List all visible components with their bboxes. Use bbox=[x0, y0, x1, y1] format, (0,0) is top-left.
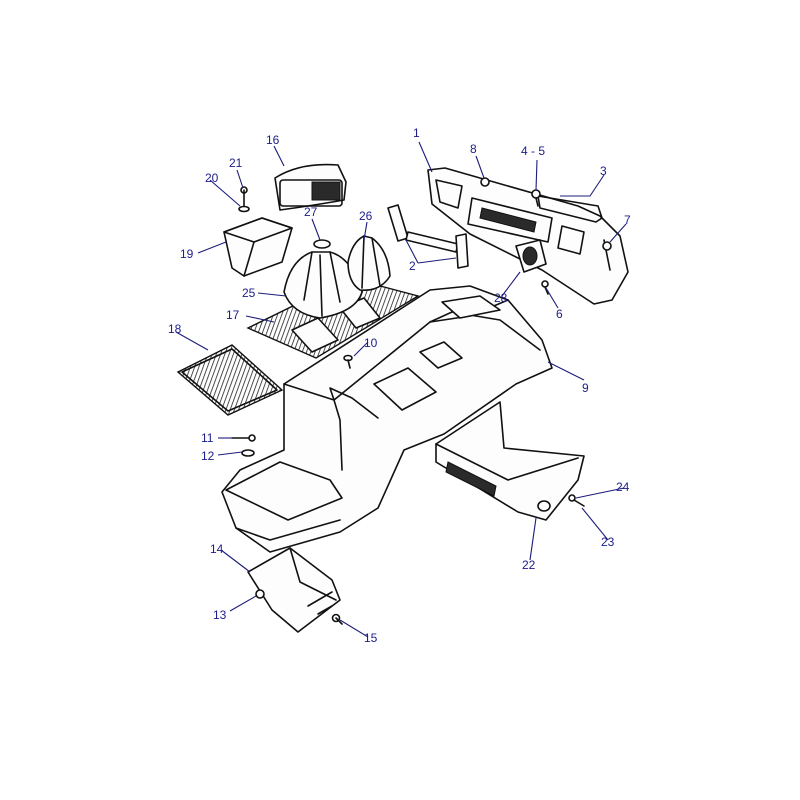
mounting-bracket-part bbox=[247, 547, 341, 633]
callout-26: 26 bbox=[359, 209, 373, 223]
callout-9: 9 bbox=[582, 381, 589, 395]
callout-11: 11 bbox=[201, 431, 214, 445]
callout-16: 16 bbox=[266, 133, 280, 147]
screw-6-part bbox=[541, 280, 549, 295]
callout-6: 6 bbox=[556, 307, 563, 321]
callout-22: 22 bbox=[522, 558, 536, 572]
screw-10-part bbox=[343, 354, 353, 369]
ashtray-insert-part bbox=[223, 217, 293, 277]
callout-4-5: 4 - 5 bbox=[521, 144, 545, 158]
callout-15: 15 bbox=[364, 631, 378, 645]
callout-28: 28 bbox=[494, 291, 508, 305]
callout-27: 27 bbox=[304, 205, 318, 219]
callout-10: 10 bbox=[364, 336, 378, 350]
nut-13-part bbox=[255, 589, 265, 599]
callout-14: 14 bbox=[210, 542, 224, 556]
callout-25: 25 bbox=[242, 286, 256, 300]
gaiter-main-part bbox=[283, 251, 363, 319]
callout-2: 2 bbox=[409, 259, 416, 273]
callout-18: 18 bbox=[168, 322, 182, 336]
decal-part bbox=[387, 204, 469, 269]
gaiter-ring-part bbox=[313, 239, 331, 249]
callout-24: 24 bbox=[616, 480, 630, 494]
callout-23: 23 bbox=[601, 535, 615, 549]
callout-3: 3 bbox=[600, 164, 607, 178]
callout-1: 1 bbox=[413, 126, 420, 140]
fixing-23-24-part bbox=[568, 494, 585, 507]
nut-7-part bbox=[602, 241, 612, 251]
callout-13: 13 bbox=[213, 608, 227, 622]
bolt-washer-part bbox=[231, 434, 256, 457]
switch-panel-part bbox=[515, 239, 547, 273]
callout-19: 19 bbox=[180, 247, 194, 261]
callout-17: 17 bbox=[226, 308, 240, 322]
ashtray-housing-part bbox=[274, 163, 347, 211]
callout-12: 12 bbox=[201, 449, 215, 463]
callout-21: 21 bbox=[229, 156, 243, 170]
bracket-part bbox=[537, 195, 603, 223]
clip-part bbox=[480, 177, 490, 187]
console-body-part bbox=[221, 285, 553, 553]
mat-part bbox=[176, 344, 284, 416]
screw-washer-part bbox=[238, 186, 250, 213]
callout-8: 8 bbox=[470, 142, 477, 156]
gaiter-transfer-part bbox=[347, 235, 391, 292]
callout-20: 20 bbox=[205, 171, 219, 185]
callout-7: 7 bbox=[624, 213, 631, 227]
side-panel-part bbox=[435, 401, 585, 521]
screw-15-part bbox=[331, 613, 343, 625]
leader-lines bbox=[175, 141, 627, 638]
